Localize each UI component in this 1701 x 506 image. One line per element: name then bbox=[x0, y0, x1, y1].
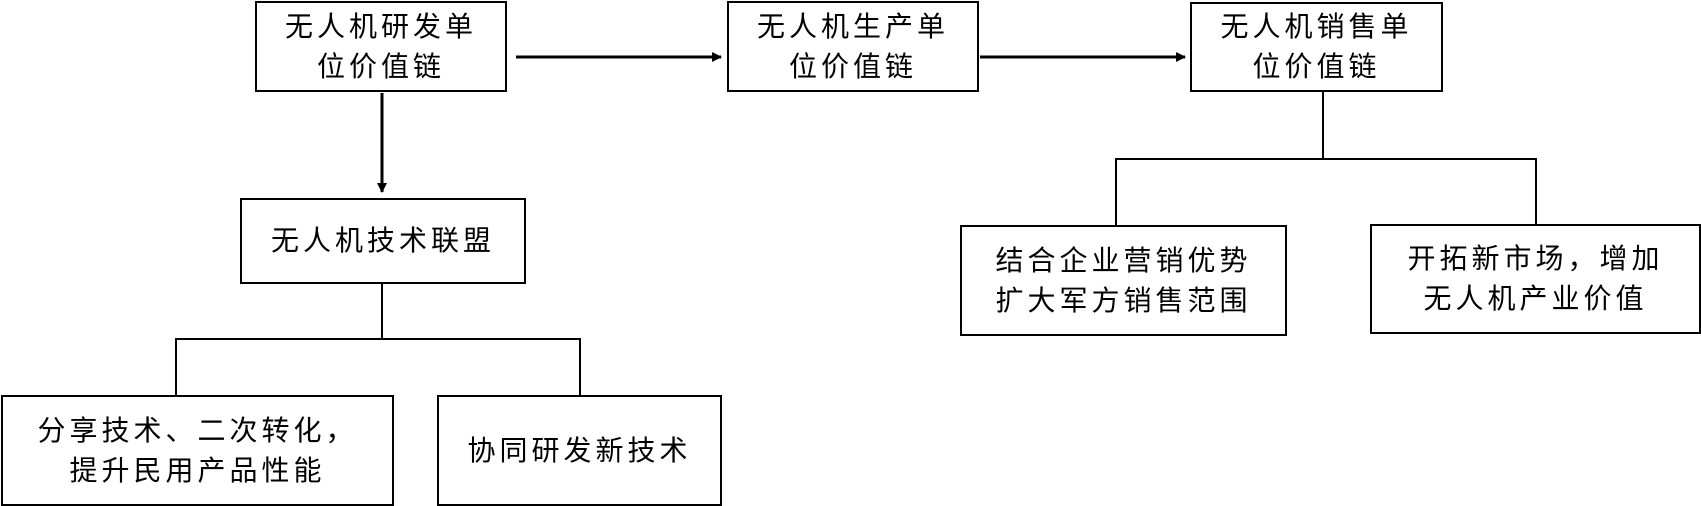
connector-alliance-bar bbox=[175, 338, 581, 395]
new-market-label: 开拓新市场，增加 无人机产业价值 bbox=[1407, 242, 1664, 315]
co-develop-box: 协同研发新技术 bbox=[437, 395, 722, 506]
production-value-chain-label: 无人机生产单 位价值链 bbox=[756, 9, 949, 83]
tech-alliance-label: 无人机技术联盟 bbox=[270, 224, 495, 257]
marketing-advantage-box: 结合企业营销优势 扩大军方销售范围 bbox=[960, 225, 1287, 336]
sales-value-chain-box: 无人机销售单 位价值链 bbox=[1190, 2, 1443, 92]
connector-sales-bar bbox=[1115, 158, 1537, 225]
sales-value-chain-label: 无人机销售单 位价值链 bbox=[1220, 10, 1413, 83]
rd-value-chain-label: 无人机研发单 位价值链 bbox=[284, 9, 477, 83]
rd-value-chain-box: 无人机研发单 位价值链 bbox=[255, 1, 507, 92]
share-tech-box: 分享技术、二次转化， 提升民用产品性能 bbox=[1, 395, 394, 506]
marketing-advantage-label: 结合企业营销优势 扩大军方销售范围 bbox=[995, 243, 1252, 317]
co-develop-label: 协同研发新技术 bbox=[467, 433, 692, 467]
tech-alliance-box: 无人机技术联盟 bbox=[240, 198, 526, 284]
production-value-chain-box: 无人机生产单 位价值链 bbox=[727, 1, 979, 92]
share-tech-label: 分享技术、二次转化， 提升民用产品性能 bbox=[37, 413, 358, 487]
new-market-box: 开拓新市场，增加 无人机产业价值 bbox=[1370, 224, 1701, 334]
